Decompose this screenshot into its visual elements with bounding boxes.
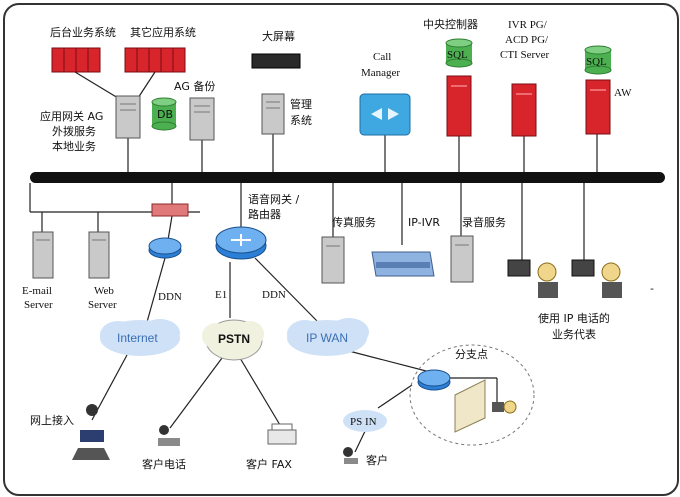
- label-app-gateway-line2: 外拨服务: [52, 124, 96, 138]
- label-ip-phone-agents-line2: 业务代表: [552, 327, 596, 341]
- label-pstn: PSTN: [218, 332, 250, 346]
- app-gateway-server: [115, 95, 141, 139]
- voice-gateway-router: [215, 226, 267, 260]
- label-call-manager-line1: Call: [373, 51, 391, 63]
- network-bus: [30, 172, 665, 183]
- branch-customer: [343, 447, 358, 464]
- customer-fax-machine: [267, 423, 297, 445]
- label-sql-central: SQL: [447, 49, 468, 61]
- label-fax-service: 传真服务: [332, 215, 376, 229]
- web-server: [88, 231, 110, 279]
- aw-sql: [584, 45, 612, 75]
- ip-phone-agent-2: [571, 259, 622, 298]
- label-internet: Internet: [117, 331, 158, 345]
- ip-wan-cloud: [287, 318, 369, 356]
- ddn-router: [148, 237, 182, 259]
- firewall-switch: [151, 203, 189, 217]
- label-ivr-pg-line1: IVR PG/: [508, 19, 548, 31]
- ivr-pg-server: [511, 83, 537, 137]
- label-backend-systems: 后台业务系统: [50, 25, 116, 39]
- label-email-server-line1: E-mail: [22, 285, 52, 297]
- management-server: [261, 93, 285, 135]
- backend-systems-array: [51, 47, 101, 73]
- connection-lines: [29, 71, 598, 453]
- label-ip-phone-agents-line1: 使用 IP 电话的: [538, 311, 610, 325]
- label-ivr-pg-line2: ACD PG/: [505, 34, 549, 46]
- central-controller-sql: [445, 38, 473, 68]
- fax-server: [321, 236, 345, 284]
- big-screen-display: [251, 53, 301, 69]
- ip-ivr-unit: [371, 251, 435, 277]
- label-other-apps: 其它应用系统: [130, 25, 196, 39]
- label-big-screen: 大屏幕: [262, 29, 295, 43]
- label-ddn-left: DDN: [158, 291, 182, 303]
- label-ivr-pg-line3: CTI Server: [500, 49, 550, 61]
- email-server: [32, 231, 54, 279]
- database-cylinder: [151, 97, 177, 131]
- label-app-gateway-line1: 应用网关 AG: [40, 109, 103, 123]
- label-ip-wan: IP WAN: [306, 331, 348, 345]
- label-ps-in: PS IN: [350, 416, 377, 428]
- label-e1: E1: [215, 289, 227, 301]
- labels: 后台业务系统 其它应用系统 大屏幕 中央控制器 IVR PG/ ACD PG/ …: [22, 17, 654, 471]
- label-customer-phone: 客户电话: [142, 457, 186, 471]
- label-customer-fax: 客户 FAX: [246, 457, 292, 471]
- online-access-user: [72, 404, 110, 460]
- ip-phone-agent-1: [507, 259, 558, 298]
- recording-server: [450, 235, 474, 283]
- internet-cloud: [100, 319, 180, 356]
- label-mgmt-line2: 系统: [290, 114, 312, 127]
- label-ag-backup: AG 备份: [174, 79, 215, 93]
- label-record-service: 录音服务: [462, 215, 506, 229]
- customer-phone-user: [158, 425, 180, 446]
- central-controller-server: [446, 75, 472, 137]
- label-call-manager-line2: Manager: [361, 67, 400, 79]
- label-online-access: 网上接入: [30, 414, 74, 427]
- branch-site-boundary: [409, 344, 535, 446]
- label-dash: -: [650, 282, 654, 295]
- branch-router: [417, 369, 451, 391]
- label-web-server-line2: Server: [88, 299, 117, 311]
- label-aw: AW: [614, 87, 632, 99]
- label-mgmt-line1: 管理: [290, 97, 312, 111]
- ag-backup-server: [189, 97, 215, 141]
- other-apps-array: [124, 47, 186, 73]
- label-central-controller: 中央控制器: [423, 17, 478, 31]
- branch-phone-system: [454, 379, 517, 433]
- label-branch: 分支点: [455, 348, 488, 361]
- label-app-gateway-line3: 本地业务: [52, 139, 96, 153]
- label-customer: 客户: [366, 453, 388, 467]
- label-email-server-line2: Server: [24, 299, 53, 311]
- aw-server: [585, 79, 611, 135]
- call-manager-switch: [359, 93, 411, 136]
- label-sql-aw: SQL: [586, 56, 607, 68]
- label-web-server-line1: Web: [94, 285, 114, 297]
- psin-node: [343, 410, 387, 432]
- label-ip-ivr: IP-IVR: [408, 216, 440, 229]
- label-db: DB: [157, 108, 173, 121]
- label-voice-gateway-line1: 语音网关 /: [248, 192, 299, 206]
- pstn-cloud: [202, 319, 264, 361]
- label-voice-gateway-line2: 路由器: [248, 207, 281, 221]
- label-ddn-right: DDN: [262, 289, 286, 301]
